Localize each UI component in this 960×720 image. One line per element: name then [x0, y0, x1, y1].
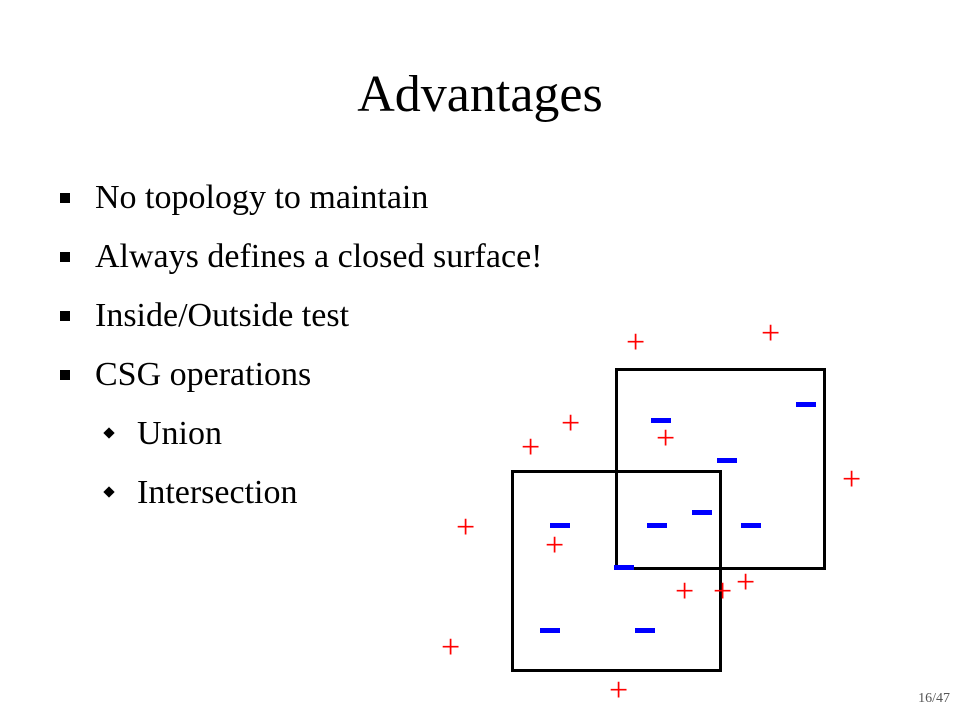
plus-sign: +	[441, 629, 461, 666]
square-bullet-icon	[60, 193, 70, 203]
minus-sign	[635, 628, 655, 633]
minus-sign	[550, 523, 570, 528]
bullet-item: Always defines a closed surface!	[58, 237, 542, 277]
square-bullet-icon	[60, 370, 70, 380]
sub-bullet-text: Union	[137, 415, 222, 452]
minus-sign	[741, 523, 761, 528]
sub-bullet-item: Intersection	[58, 473, 542, 513]
bullet-item: No topology to maintain	[58, 178, 542, 218]
square-bullet-icon	[60, 311, 70, 321]
minus-sign	[717, 458, 737, 463]
bullet-text: CSG operations	[95, 356, 312, 393]
plus-sign: +	[521, 429, 541, 466]
plus-sign: +	[713, 573, 733, 610]
minus-sign	[651, 418, 671, 423]
plus-sign: +	[761, 315, 781, 352]
page-number: 16/47	[918, 691, 950, 706]
plus-sign: +	[545, 527, 565, 564]
plus-sign: +	[456, 509, 476, 546]
square-bullet-icon	[60, 252, 70, 262]
bullet-text: No topology to maintain	[95, 179, 429, 216]
bullet-item: Inside/Outside test	[58, 296, 542, 336]
plus-sign: +	[656, 420, 676, 457]
minus-sign	[692, 510, 712, 515]
bullet-item: CSG operations	[58, 355, 542, 395]
plus-sign: +	[609, 672, 629, 709]
plus-sign: +	[675, 573, 695, 610]
minus-sign	[647, 523, 667, 528]
plus-sign: +	[842, 461, 862, 498]
plus-sign: +	[561, 405, 581, 442]
sub-bullet-text: Intersection	[137, 474, 298, 511]
plus-sign: +	[736, 564, 756, 601]
bullet-text: Always defines a closed surface!	[95, 238, 543, 275]
sub-bullet-item: Union	[58, 414, 542, 454]
bullet-text: Inside/Outside test	[95, 297, 350, 334]
plus-sign: +	[626, 324, 646, 361]
minus-sign	[796, 402, 816, 407]
minus-sign	[614, 565, 634, 570]
slide-title: Advantages	[357, 66, 603, 123]
lower-left-square	[511, 470, 722, 672]
minus-sign	[540, 628, 560, 633]
bullet-list: No topology to maintain Always defines a…	[58, 178, 542, 532]
